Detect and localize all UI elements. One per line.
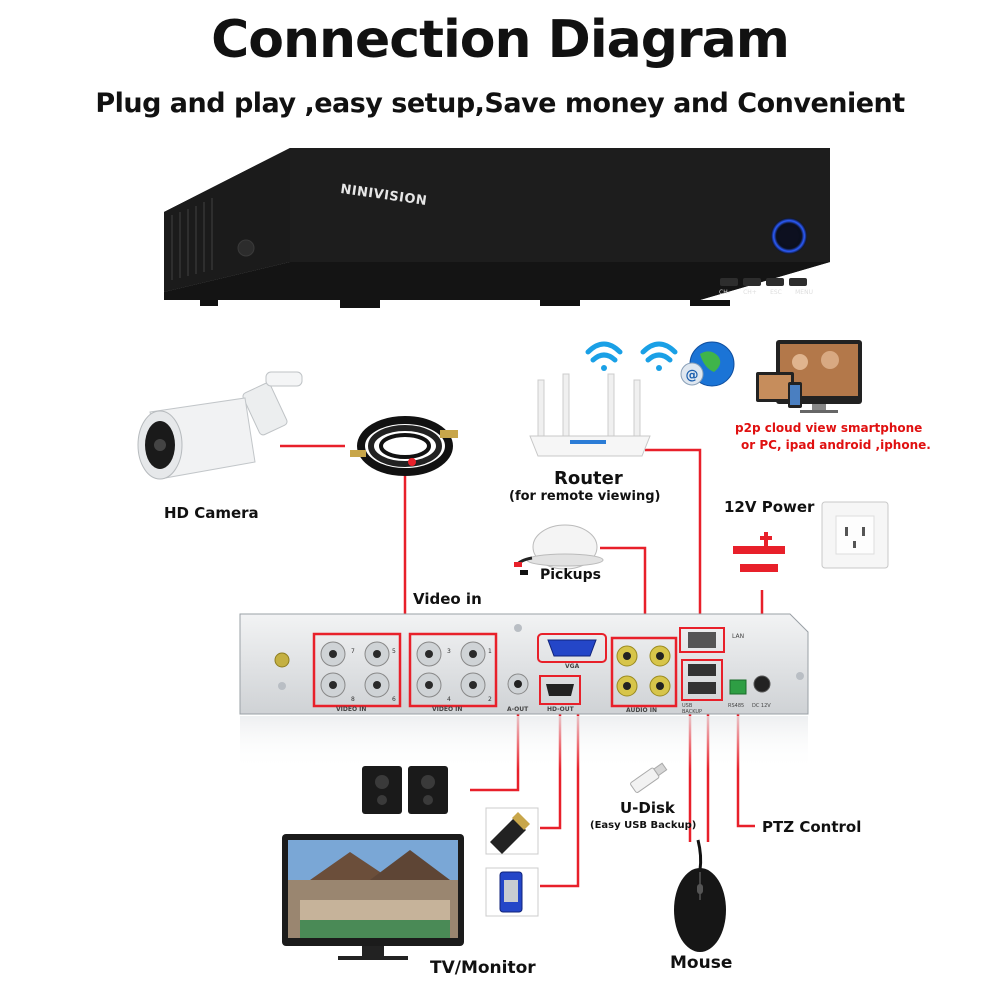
wifi-icon	[585, 341, 678, 371]
dvr-back-panel	[239, 613, 809, 770]
label-12v-power: 12V Power	[724, 498, 815, 516]
microphone-icon	[514, 524, 604, 575]
label-u-disk: U-Disk	[620, 799, 675, 817]
panel-label-a-out: A-OUT	[507, 706, 529, 713]
panel-label-usb: USB BACKUP	[682, 703, 703, 715]
front-button-ch-minus[interactable]: CH-	[719, 289, 730, 296]
channel-number: 1	[488, 648, 492, 655]
label-p2p-line2: or PC, ipad android ,iphone.	[741, 438, 931, 452]
camera-icon	[137, 371, 303, 480]
channel-number: 5	[392, 648, 396, 655]
devices-icon	[756, 340, 862, 413]
speaker-icon	[362, 766, 448, 814]
power-symbol-icon	[733, 532, 785, 572]
cable-icon	[350, 416, 458, 476]
front-button-ch-plus[interactable]: CH+	[743, 289, 757, 296]
label-hd-camera: HD Camera	[164, 504, 259, 522]
vga-cable-icon	[485, 867, 539, 917]
power-socket-icon	[821, 501, 889, 569]
label-tv-monitor: TV/Monitor	[430, 958, 536, 978]
label-video-in: Video in	[413, 590, 482, 608]
mouse-icon	[674, 839, 726, 952]
label-router: Router	[554, 468, 623, 489]
channel-number: 6	[392, 696, 396, 703]
usb-drive-icon	[630, 762, 668, 793]
channel-number: 3	[447, 648, 451, 655]
panel-label-audio-in: AUDIO IN	[626, 707, 657, 714]
panel-label-lan: LAN	[732, 633, 745, 640]
front-button-menu[interactable]: MENU	[795, 289, 813, 296]
svg-text:@: @	[686, 368, 699, 383]
label-p2p-line1: p2p cloud view smartphone	[735, 421, 923, 435]
globe-icon: @	[680, 341, 735, 387]
page-subtitle: Plug and play ,easy setup,Save money and…	[95, 88, 905, 119]
hdmi-cable-icon	[485, 807, 539, 855]
panel-label-hd-out: HD-OUT	[547, 706, 574, 713]
monitor-icon	[282, 834, 464, 960]
panel-label-video-in-left: VIDEO IN	[336, 706, 367, 713]
panel-label-video-in-right: VIDEO IN	[432, 706, 463, 713]
channel-number: 8	[351, 696, 355, 703]
panel-label-dc12v: DC 12V	[752, 703, 771, 709]
router-icon	[529, 373, 651, 457]
page-title: Connection Diagram	[211, 10, 790, 70]
channel-number: 7	[351, 648, 355, 655]
dvr-front-unit	[164, 148, 830, 308]
label-ptz-control: PTZ Control	[762, 818, 862, 836]
label-u-disk-note: (Easy USB Backup)	[590, 820, 697, 831]
label-mouse: Mouse	[670, 953, 733, 973]
front-button-labels: CH- CH+ ESC MENU	[719, 289, 813, 296]
front-button-esc[interactable]: ESC	[770, 289, 782, 296]
label-pickups: Pickups	[540, 567, 601, 583]
panel-label-vga: VGA	[565, 663, 580, 670]
label-router-note: (for remote viewing)	[509, 489, 661, 504]
channel-number: 2	[488, 696, 492, 703]
channel-number: 4	[447, 696, 451, 703]
panel-label-rs485: RS485	[728, 703, 745, 709]
